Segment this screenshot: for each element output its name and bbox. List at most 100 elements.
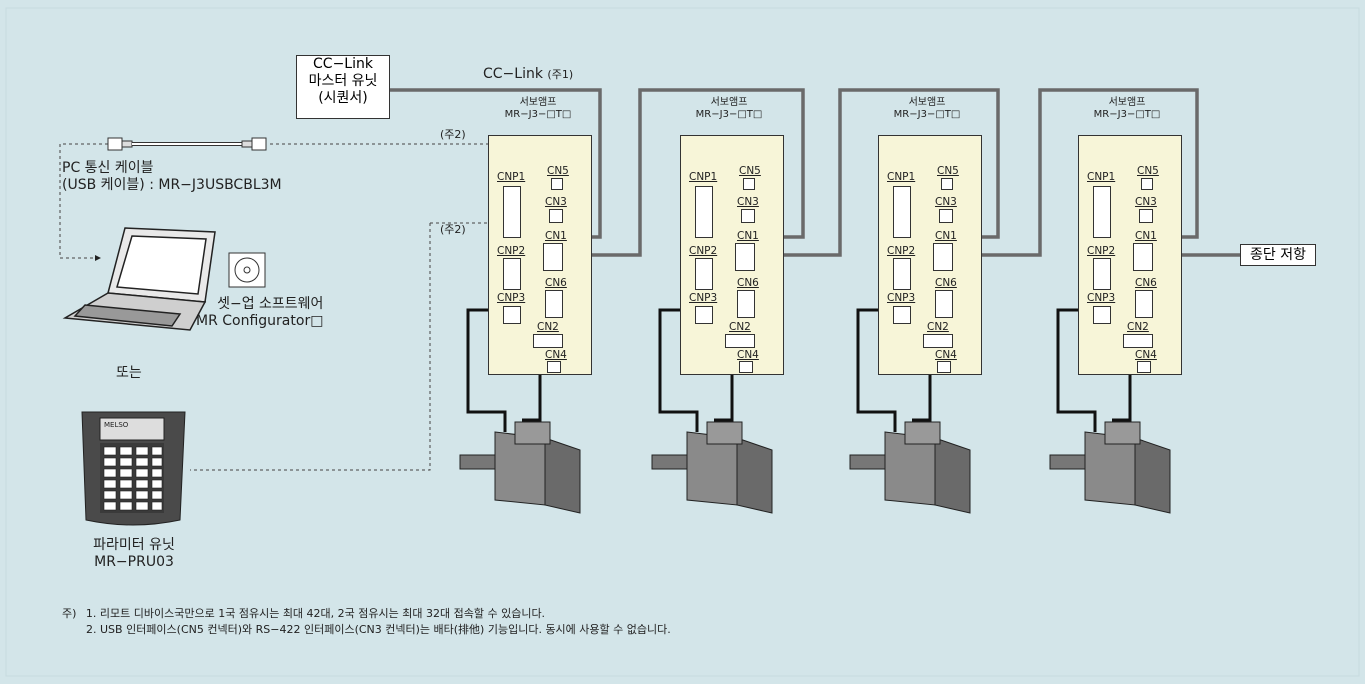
arrow-laptop bbox=[95, 255, 101, 261]
cn1-port bbox=[735, 243, 755, 271]
cn6-label: CN6 bbox=[545, 277, 567, 289]
cn5-port bbox=[743, 178, 755, 190]
usb-cable-graphic bbox=[107, 137, 267, 151]
footnote-1-text: 1. 리모트 디바이스국만으로 1국 점유시는 최대 42대, 2국 점유시는 … bbox=[85, 607, 546, 620]
cnp1-port bbox=[893, 186, 911, 238]
cnp3-label: CNP3 bbox=[1087, 292, 1116, 304]
amp-title-line2: MR−J3−□T□ bbox=[504, 109, 572, 120]
cclink-label-text: CC−Link bbox=[483, 66, 543, 82]
cn3-port bbox=[939, 209, 953, 223]
cnp2-port bbox=[503, 258, 521, 290]
terminating-resistor: 종단 저항 bbox=[1240, 244, 1316, 266]
servo-motors bbox=[459, 421, 1171, 514]
cnp3-port bbox=[695, 306, 713, 324]
cn5-port bbox=[1141, 178, 1153, 190]
cn4-port bbox=[547, 361, 561, 373]
param-unit-line1: 파라미터 유닛 bbox=[93, 537, 175, 553]
cn5-label: CN5 bbox=[1137, 165, 1159, 177]
cnp2-label: CNP2 bbox=[689, 245, 718, 257]
cn2-label: CN2 bbox=[1127, 321, 1149, 333]
cn2-port bbox=[923, 334, 953, 348]
cnp2-port bbox=[1093, 258, 1111, 290]
amp-title-line1: 서보앰프 bbox=[519, 97, 557, 108]
amp-title-line1: 서보앰프 bbox=[710, 97, 748, 108]
cnp1-label: CNP1 bbox=[689, 171, 718, 183]
cn4-label: CN4 bbox=[1135, 349, 1157, 361]
amp-title-line2: MR−J3−□T□ bbox=[695, 109, 763, 120]
cnp1-port bbox=[1093, 186, 1111, 238]
footnotes: 주) 1. 리모트 디바이스국만으로 1국 점유시는 최대 42대, 2국 점유… bbox=[62, 606, 671, 638]
software-line2: MR Configurator□ bbox=[196, 313, 324, 329]
cn6-port bbox=[1135, 290, 1153, 318]
cn1-label: CN1 bbox=[737, 230, 759, 242]
cn2-port bbox=[725, 334, 755, 348]
param-unit-line2: MR−PRU03 bbox=[94, 554, 174, 570]
cn4-port bbox=[937, 361, 951, 373]
cn6-port bbox=[545, 290, 563, 318]
amp-title: 서보앰프 MR−J3−□T□ bbox=[483, 97, 593, 121]
footnote-1: 주) 1. 리모트 디바이스국만으로 1국 점유시는 최대 42대, 2국 점유… bbox=[62, 606, 671, 622]
cn2-port bbox=[1123, 334, 1153, 348]
cn3-label: CN3 bbox=[935, 196, 957, 208]
servo-amp: CNP1 CNP2 CNP3 CN5 CN3 CN1 CN6 CN2 CN4 bbox=[680, 135, 784, 375]
cn4-label: CN4 bbox=[545, 349, 567, 361]
software-line1: 셋−업 소프트웨어 bbox=[217, 296, 324, 312]
master-unit-line1: CC−Link bbox=[313, 56, 373, 72]
cnp3-label: CNP3 bbox=[887, 292, 916, 304]
cnp1-label: CNP1 bbox=[497, 171, 526, 183]
cn4-port bbox=[739, 361, 753, 373]
cn2-label: CN2 bbox=[927, 321, 949, 333]
footnote-2: 2. USB 인터페이스(CN5 컨넥터)와 RS−422 인터페이스(CN3 … bbox=[62, 622, 671, 638]
cn3-label: CN3 bbox=[1135, 196, 1157, 208]
cn5-label: CN5 bbox=[547, 165, 569, 177]
laptop-graphic bbox=[62, 227, 216, 331]
cn2-label: CN2 bbox=[537, 321, 559, 333]
cn6-port bbox=[935, 290, 953, 318]
cnp2-port bbox=[695, 258, 713, 290]
setup-software-label: 셋−업 소프트웨어 MR Configurator□ bbox=[196, 296, 323, 330]
cn6-label: CN6 bbox=[737, 277, 759, 289]
cn4-label: CN4 bbox=[737, 349, 759, 361]
cn6-label: CN6 bbox=[935, 277, 957, 289]
amp-title-line2: MR−J3−□T□ bbox=[893, 109, 961, 120]
cn4-label: CN4 bbox=[935, 349, 957, 361]
amp-title-line1: 서보앰프 bbox=[908, 97, 946, 108]
cnp2-label: CNP2 bbox=[887, 245, 916, 257]
cn3-label: CN3 bbox=[545, 196, 567, 208]
cnp1-port bbox=[695, 186, 713, 238]
cnp3-label: CNP3 bbox=[689, 292, 718, 304]
servo-amp: CNP1 CNP2 CNP3 CN5 CN3 CN1 CN6 CN2 CN4 bbox=[488, 135, 592, 375]
master-unit-line3: (시퀀서) bbox=[318, 90, 368, 106]
footnote-prefix: 주) bbox=[62, 607, 77, 620]
cnp3-port bbox=[503, 306, 521, 324]
cnp2-port bbox=[893, 258, 911, 290]
cn4-port bbox=[1137, 361, 1151, 373]
cn3-port bbox=[741, 209, 755, 223]
cn1-port bbox=[1133, 243, 1153, 271]
amp-title: 서보앰프 MR−J3−□T□ bbox=[1072, 97, 1182, 121]
cnp3-port bbox=[1093, 306, 1111, 324]
pru-screen-text: MELSO bbox=[104, 421, 129, 429]
cnp2-label: CNP2 bbox=[1087, 245, 1116, 257]
servo-amp: CNP1 CNP2 CNP3 CN5 CN3 CN1 CN6 CN2 CN4 bbox=[1078, 135, 1182, 375]
cn1-port bbox=[933, 243, 953, 271]
panel-border bbox=[5, 7, 1360, 677]
parameter-unit-label: 파라미터 유닛 MR−PRU03 bbox=[86, 537, 182, 571]
master-unit-line2: 마스터 유닛 bbox=[308, 73, 378, 89]
parameter-unit-graphic bbox=[81, 411, 186, 526]
motor-cables bbox=[466, 308, 1132, 432]
note-ref-2-usb: (주2) bbox=[440, 128, 466, 141]
amp-title-line2: MR−J3−□T□ bbox=[1093, 109, 1161, 120]
cn5-port bbox=[551, 178, 563, 190]
cclink-label: CC−Link (주1) bbox=[483, 66, 573, 83]
cnp1-label: CNP1 bbox=[887, 171, 916, 183]
cn1-label: CN1 bbox=[545, 230, 567, 242]
footnote-2-text: 2. USB 인터페이스(CN5 컨넥터)와 RS−422 인터페이스(CN3 … bbox=[86, 623, 671, 636]
cn3-label: CN3 bbox=[737, 196, 759, 208]
cn5-label: CN5 bbox=[937, 165, 959, 177]
cclink-note-ref: (주1) bbox=[547, 68, 574, 81]
cnp3-port bbox=[893, 306, 911, 324]
cn1-label: CN1 bbox=[935, 230, 957, 242]
cd-graphic bbox=[228, 252, 266, 288]
